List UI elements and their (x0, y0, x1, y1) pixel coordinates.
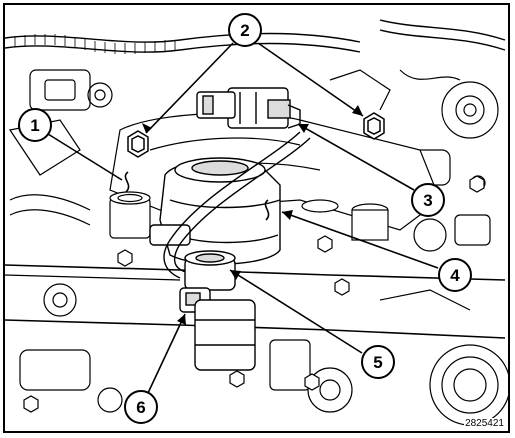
bolt-left (127, 130, 149, 158)
arrowhead-2a (142, 123, 152, 133)
callout-5: 5 (361, 345, 395, 379)
callout-circle (18, 108, 52, 142)
callout-number: 4 (450, 266, 460, 285)
leader-line-6 (147, 313, 186, 394)
leader-line-2a (145, 42, 234, 134)
leader-line-2b (257, 42, 364, 117)
callout-number: 2 (240, 21, 249, 40)
callout-6: 6 (124, 390, 158, 424)
sensor-assembly (179, 250, 256, 371)
callout-circle (438, 258, 472, 292)
callout-number: 1 (30, 116, 39, 135)
leader-line-4 (281, 211, 439, 269)
arrowhead-4 (282, 210, 293, 220)
electrical-connector (196, 87, 301, 129)
callout-1: 1 (18, 108, 52, 142)
leader-line-5 (229, 269, 363, 354)
vacuum-tube (163, 131, 311, 279)
leader-line-1 (47, 133, 123, 181)
callout-3: 3 (411, 183, 445, 217)
callout-number: 5 (373, 353, 382, 372)
arrowhead-6 (177, 314, 186, 325)
arrowhead-3 (298, 124, 309, 133)
arrowhead-5 (230, 270, 241, 280)
callout-circle (411, 183, 445, 217)
leader-arrowheads (142, 105, 363, 325)
bolt-heads (23, 175, 485, 413)
arrowhead-2b (352, 105, 363, 116)
callout-4: 4 (438, 258, 472, 292)
figure-id-label: 2825421 (464, 418, 505, 429)
callout-2: 2 (228, 13, 262, 47)
bolt-right (363, 112, 385, 140)
callout-circle (228, 13, 262, 47)
callout-circle (124, 390, 158, 424)
callout-circle (361, 345, 395, 379)
leader-lines (47, 42, 439, 394)
callout-number: 3 (423, 191, 432, 210)
leader-line-3 (297, 123, 415, 191)
squiggle-mark-4 (264, 199, 270, 221)
valve-body (149, 157, 281, 265)
callout-number: 6 (136, 398, 145, 417)
squiggle-mark-1 (124, 171, 130, 193)
